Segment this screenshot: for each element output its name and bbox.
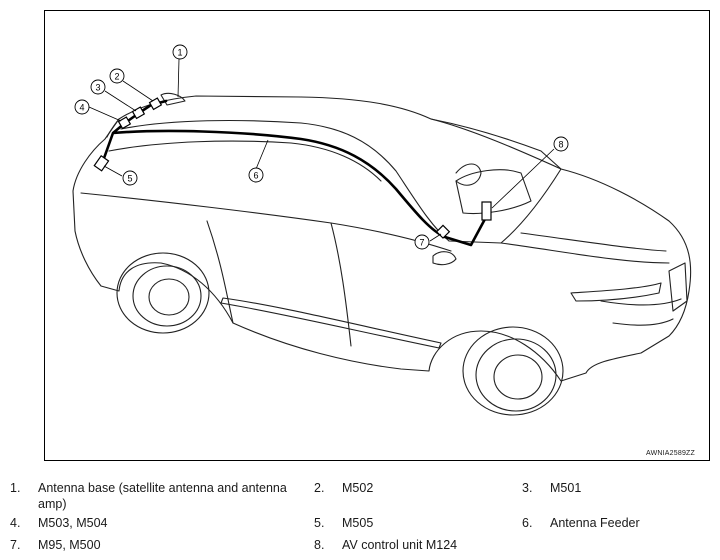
legend-text: Antenna base (satellite antenna and ante… <box>38 481 287 511</box>
side-sill-trim <box>220 297 442 349</box>
svg-text:7: 7 <box>419 238 424 248</box>
legend-number: 6. <box>522 516 533 530</box>
car-body-outline <box>72 95 692 382</box>
legend-text: AV control unit M124 <box>342 538 458 552</box>
callout-8: 8 <box>553 136 569 152</box>
rear-wheel <box>132 265 202 327</box>
legend-number: 8. <box>314 538 325 552</box>
callout-2: 2 <box>109 68 125 84</box>
front-wheel <box>475 338 557 412</box>
rear-wheel-hub <box>148 278 190 316</box>
svg-text:1: 1 <box>177 48 182 58</box>
legend-text: M95, M500 <box>38 538 101 552</box>
diagram-frame: 1 2 3 4 5 6 7 <box>44 10 710 461</box>
leader-2 <box>122 80 154 102</box>
hood-line <box>500 242 670 264</box>
leader-1 <box>177 58 180 98</box>
leader-6 <box>255 139 269 170</box>
callout-3: 3 <box>90 79 106 95</box>
legend-text: M502 <box>342 481 374 495</box>
steering-wheel <box>455 163 482 186</box>
callout-1: 1 <box>172 44 188 60</box>
svg-text:8: 8 <box>558 140 563 150</box>
door-line <box>206 220 234 324</box>
legend-number: 3. <box>522 481 533 495</box>
headlamp <box>570 282 662 302</box>
leader-7 <box>429 233 442 242</box>
legend: 1. Antenna base (satellite antenna and a… <box>0 470 720 560</box>
legend-text: Antenna Feeder <box>550 516 640 530</box>
svg-text:2: 2 <box>114 72 119 82</box>
leader-8 <box>491 148 555 209</box>
legend-text: M503, M504 <box>38 516 108 530</box>
callout-6: 6 <box>248 167 264 183</box>
rear-wheel-arch <box>116 252 210 334</box>
grille <box>668 262 688 312</box>
side-window-line <box>108 140 382 182</box>
mirror <box>432 251 457 266</box>
svg-text:5: 5 <box>127 174 132 184</box>
dashboard <box>455 169 532 214</box>
svg-text:6: 6 <box>253 171 258 181</box>
leader-3 <box>104 90 137 112</box>
front-wheel-hub <box>493 354 543 400</box>
legend-number: 1. <box>10 481 21 495</box>
hood-crease <box>520 232 667 252</box>
legend-number: 4. <box>10 516 21 530</box>
connector-m95-m500 <box>435 224 451 239</box>
callout-4: 4 <box>74 99 90 115</box>
legend-number: 7. <box>10 538 21 552</box>
leader-5 <box>103 165 123 177</box>
figure-code: AWNIA2589ZZ <box>645 450 695 457</box>
legend-text: M501 <box>550 481 582 495</box>
callout-5: 5 <box>122 170 138 186</box>
legend-text: M505 <box>342 516 374 530</box>
front-bumper <box>600 298 682 326</box>
leader-4 <box>88 106 122 122</box>
svg-text:4: 4 <box>79 103 84 113</box>
front-wheel-arch <box>462 326 564 416</box>
connector-m503-m504 <box>117 116 132 130</box>
vehicle-diagram: 1 2 3 4 5 6 7 <box>72 44 692 416</box>
belt-line <box>80 192 452 252</box>
connector-m505 <box>93 154 110 172</box>
legend-number: 2. <box>314 481 325 495</box>
windshield <box>430 118 562 244</box>
legend-number: 5. <box>314 516 325 530</box>
callout-7: 7 <box>414 234 430 250</box>
av-control-unit <box>481 201 492 221</box>
svg-text:3: 3 <box>95 83 100 93</box>
door-line-2 <box>330 222 352 347</box>
connector-m501 <box>131 106 146 120</box>
